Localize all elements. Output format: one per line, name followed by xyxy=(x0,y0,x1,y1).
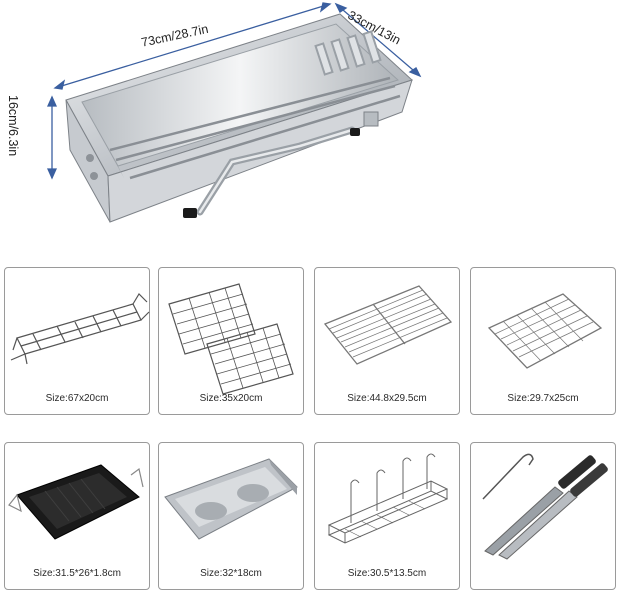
black-baking-tray-icon xyxy=(8,464,144,540)
double-wire-rack-icon xyxy=(168,283,294,395)
accessory-caption: Size:67x20cm xyxy=(45,393,109,404)
accessory-card-double-rack: Size:35x20cm xyxy=(158,267,304,415)
depth-dimension-arrow xyxy=(334,2,422,78)
accessory-caption: Size:44.8x29.5cm xyxy=(347,393,427,404)
accessory-card-hanging-basket: Size:30.5*13.5cm xyxy=(314,442,460,590)
height-dimension-arrow xyxy=(46,95,58,180)
tongs-and-hook-icon xyxy=(482,453,608,560)
tongs-icon xyxy=(484,455,608,560)
large-grill-grate-icon xyxy=(323,285,453,365)
accessory-caption: Size:29.7x25cm xyxy=(507,393,579,404)
accessory-caption: Size:35x20cm xyxy=(199,393,263,404)
accessory-card-drip-tray: Size:32*18cm xyxy=(158,442,304,590)
hanging-basket-icon xyxy=(327,453,449,544)
grill-illustration xyxy=(46,2,422,223)
accessory-card-long-rack: Size:67x20cm xyxy=(4,267,150,415)
accessory-card-square-grate: Size:29.7x25cm xyxy=(470,267,616,415)
accessory-card-large-grate: Size:44.8x29.5cm xyxy=(314,267,460,415)
grill-body xyxy=(65,13,413,223)
accessory-caption: Size:32*18cm xyxy=(200,568,262,579)
grill-hero: 73cm/28.7in 33cm/13in 16cm/6.3in xyxy=(0,0,620,245)
square-grill-grate-icon xyxy=(487,293,603,369)
accessory-caption: Size:30.5*13.5cm xyxy=(347,568,427,579)
accessory-caption: Size:31.5*26*1.8cm xyxy=(33,568,121,579)
accessory-card-tongs xyxy=(470,442,616,590)
accessory-card-baking-tray: Size:31.5*26*1.8cm xyxy=(4,442,150,590)
width-dimension-arrow xyxy=(53,2,332,90)
long-wire-rack-icon xyxy=(10,293,150,365)
steel-drip-tray-icon xyxy=(164,458,298,540)
